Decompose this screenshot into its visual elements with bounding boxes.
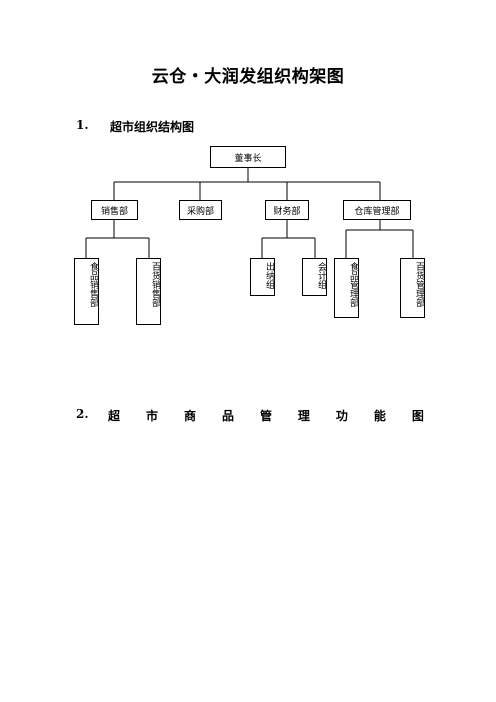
node-general-sales: 百货销售部 [136,258,161,325]
node-food-sales: 食品销售部 [74,258,99,325]
node-chairman: 董事长 [210,146,286,168]
section-2-char: 图 [411,409,424,423]
section-2-char: 功 [335,409,348,423]
node-finance-dept: 财务部 [265,200,309,220]
section-2-char: 品 [221,409,234,423]
node-general-management: 百货管理部 [400,258,425,318]
section-2-char: 商 [183,409,196,423]
section-1-number: 1. [76,118,89,132]
node-accounting-group: 会计组 [302,258,327,296]
section-2-number: 2. [76,407,89,421]
section-2-title: 超 市 商 品 管 理 功 能 图 [108,407,424,424]
section-1-title: 超市组织结构图 [110,120,195,134]
node-cashier-group: 出纳组 [250,258,275,296]
node-warehouse-dept: 仓库管理部 [343,200,411,220]
section-2-char: 市 [145,409,158,423]
node-food-management: 食品管理部 [334,258,359,318]
page-title: 云仓・大润发组织构架图 [151,67,345,87]
section-2-char: 超 [108,409,121,423]
node-sales-dept: 销售部 [91,200,138,220]
section-2-char: 能 [373,409,386,423]
section-2-char: 管 [259,409,272,423]
section-2-char: 理 [297,409,310,423]
node-purchase-dept: 采购部 [179,200,222,220]
